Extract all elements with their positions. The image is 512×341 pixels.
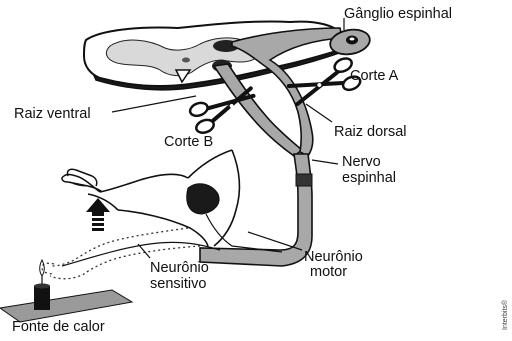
label-neuronio-motor-1: Neurônio xyxy=(304,249,363,265)
label-raiz-ventral: Raiz ventral xyxy=(14,106,91,122)
credit-text: Interbits® xyxy=(501,299,509,330)
label-raiz-dorsal: Raiz dorsal xyxy=(334,124,407,140)
label-neuronio-motor-2: motor xyxy=(310,264,347,280)
up-arrow-icon xyxy=(86,198,110,231)
label-neuronio-sensitivo-1: Neurônio xyxy=(150,260,209,276)
label-fonte-de-calor: Fonte de calor xyxy=(12,319,105,335)
label-nervo-espinhal-1: Nervo xyxy=(342,154,381,170)
label-ganglio-espinhal: Gânglio espinhal xyxy=(344,6,452,22)
hand-icon xyxy=(62,169,102,192)
candle-icon xyxy=(34,260,50,310)
label-corte-a: Corte A xyxy=(350,68,399,84)
label-corte-b: Corte B xyxy=(164,134,213,150)
label-nervo-espinhal-2: espinhal xyxy=(342,170,396,186)
label-neuronio-sensitivo-2: sensitivo xyxy=(150,276,206,292)
heat-source xyxy=(0,260,132,322)
arm-and-shoulder xyxy=(76,150,282,252)
